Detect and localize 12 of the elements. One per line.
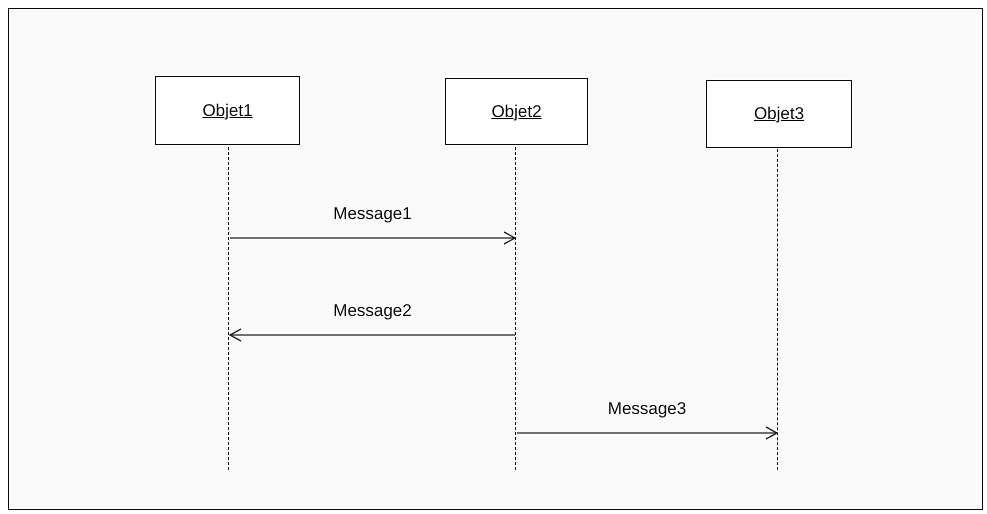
object-name: Objet3 [754,104,804,124]
message-arrow [229,328,515,342]
object-name: Objet1 [202,100,253,120]
lifeline [228,147,230,470]
lifeline [515,147,517,470]
lifeline [777,149,779,470]
object-box [445,78,588,145]
object-name: Objet2 [491,102,542,122]
message-arrow [517,426,778,440]
message-arrow [230,231,516,245]
object-box [155,76,300,145]
object-box [706,80,852,148]
